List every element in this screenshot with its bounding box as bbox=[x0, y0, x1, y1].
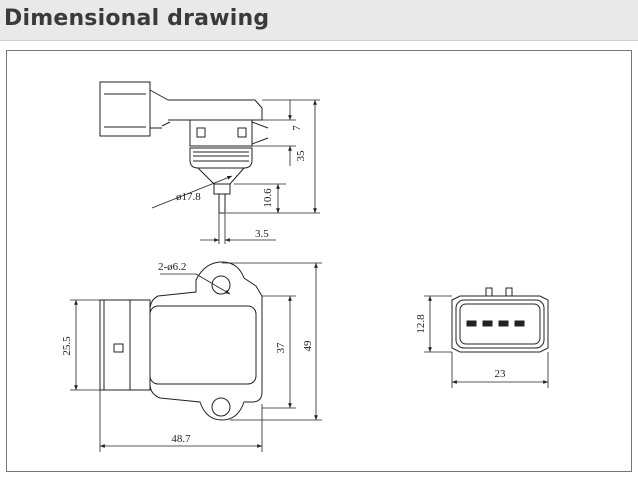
top-body-outline bbox=[149, 261, 263, 421]
dim-3-5-label: 3.5 bbox=[255, 228, 269, 240]
connector-pin-1 bbox=[466, 320, 477, 327]
dim-2x6-2-label: 2-ø6.2 bbox=[158, 261, 186, 273]
dim-17-8-leader bbox=[151, 175, 233, 209]
dim-35-label: 35 bbox=[295, 150, 307, 162]
header-bar: Dimensional drawing bbox=[0, 0, 638, 41]
dim-7-label: 7 bbox=[291, 125, 303, 131]
top-inner-block bbox=[149, 305, 257, 385]
mount-hole-top bbox=[211, 275, 231, 295]
dim-10-6-label: 10.6 bbox=[262, 188, 274, 208]
connector-pin-3 bbox=[498, 320, 509, 327]
connector-pin-2 bbox=[482, 320, 493, 327]
side-collar bbox=[189, 119, 253, 147]
dim-23-label: 23 bbox=[495, 368, 507, 380]
connector-inner-shell bbox=[455, 299, 545, 349]
side-connector-housing bbox=[99, 81, 151, 137]
mount-hole-bottom bbox=[211, 397, 231, 417]
side-cone bbox=[197, 167, 245, 185]
connector-face-dimensions bbox=[424, 295, 549, 388]
dim-49-label: 49 bbox=[302, 340, 314, 352]
top-connector-housing bbox=[99, 299, 151, 391]
top-view-dimensions bbox=[70, 262, 322, 452]
dim-12-8-label: 12.8 bbox=[415, 314, 427, 334]
drawing-frame bbox=[6, 50, 632, 472]
connector-outer-shell bbox=[451, 295, 549, 353]
dim-37-label: 37 bbox=[275, 342, 287, 354]
connector-pin-4 bbox=[514, 320, 525, 327]
side-oring bbox=[189, 147, 253, 169]
page-title: Dimensional drawing bbox=[4, 6, 270, 31]
dim-25-5-label: 25.5 bbox=[61, 336, 73, 356]
dim-17-8-label: ø17.8 bbox=[176, 191, 201, 203]
side-view bbox=[99, 81, 269, 214]
dim-2x6-2-leader bbox=[195, 273, 231, 295]
side-body-top bbox=[168, 99, 263, 121]
side-view-dimensions bbox=[151, 99, 320, 244]
dim-48-7-label: 48.7 bbox=[171, 433, 191, 445]
connector-face-view bbox=[451, 287, 549, 353]
top-view bbox=[99, 261, 263, 421]
